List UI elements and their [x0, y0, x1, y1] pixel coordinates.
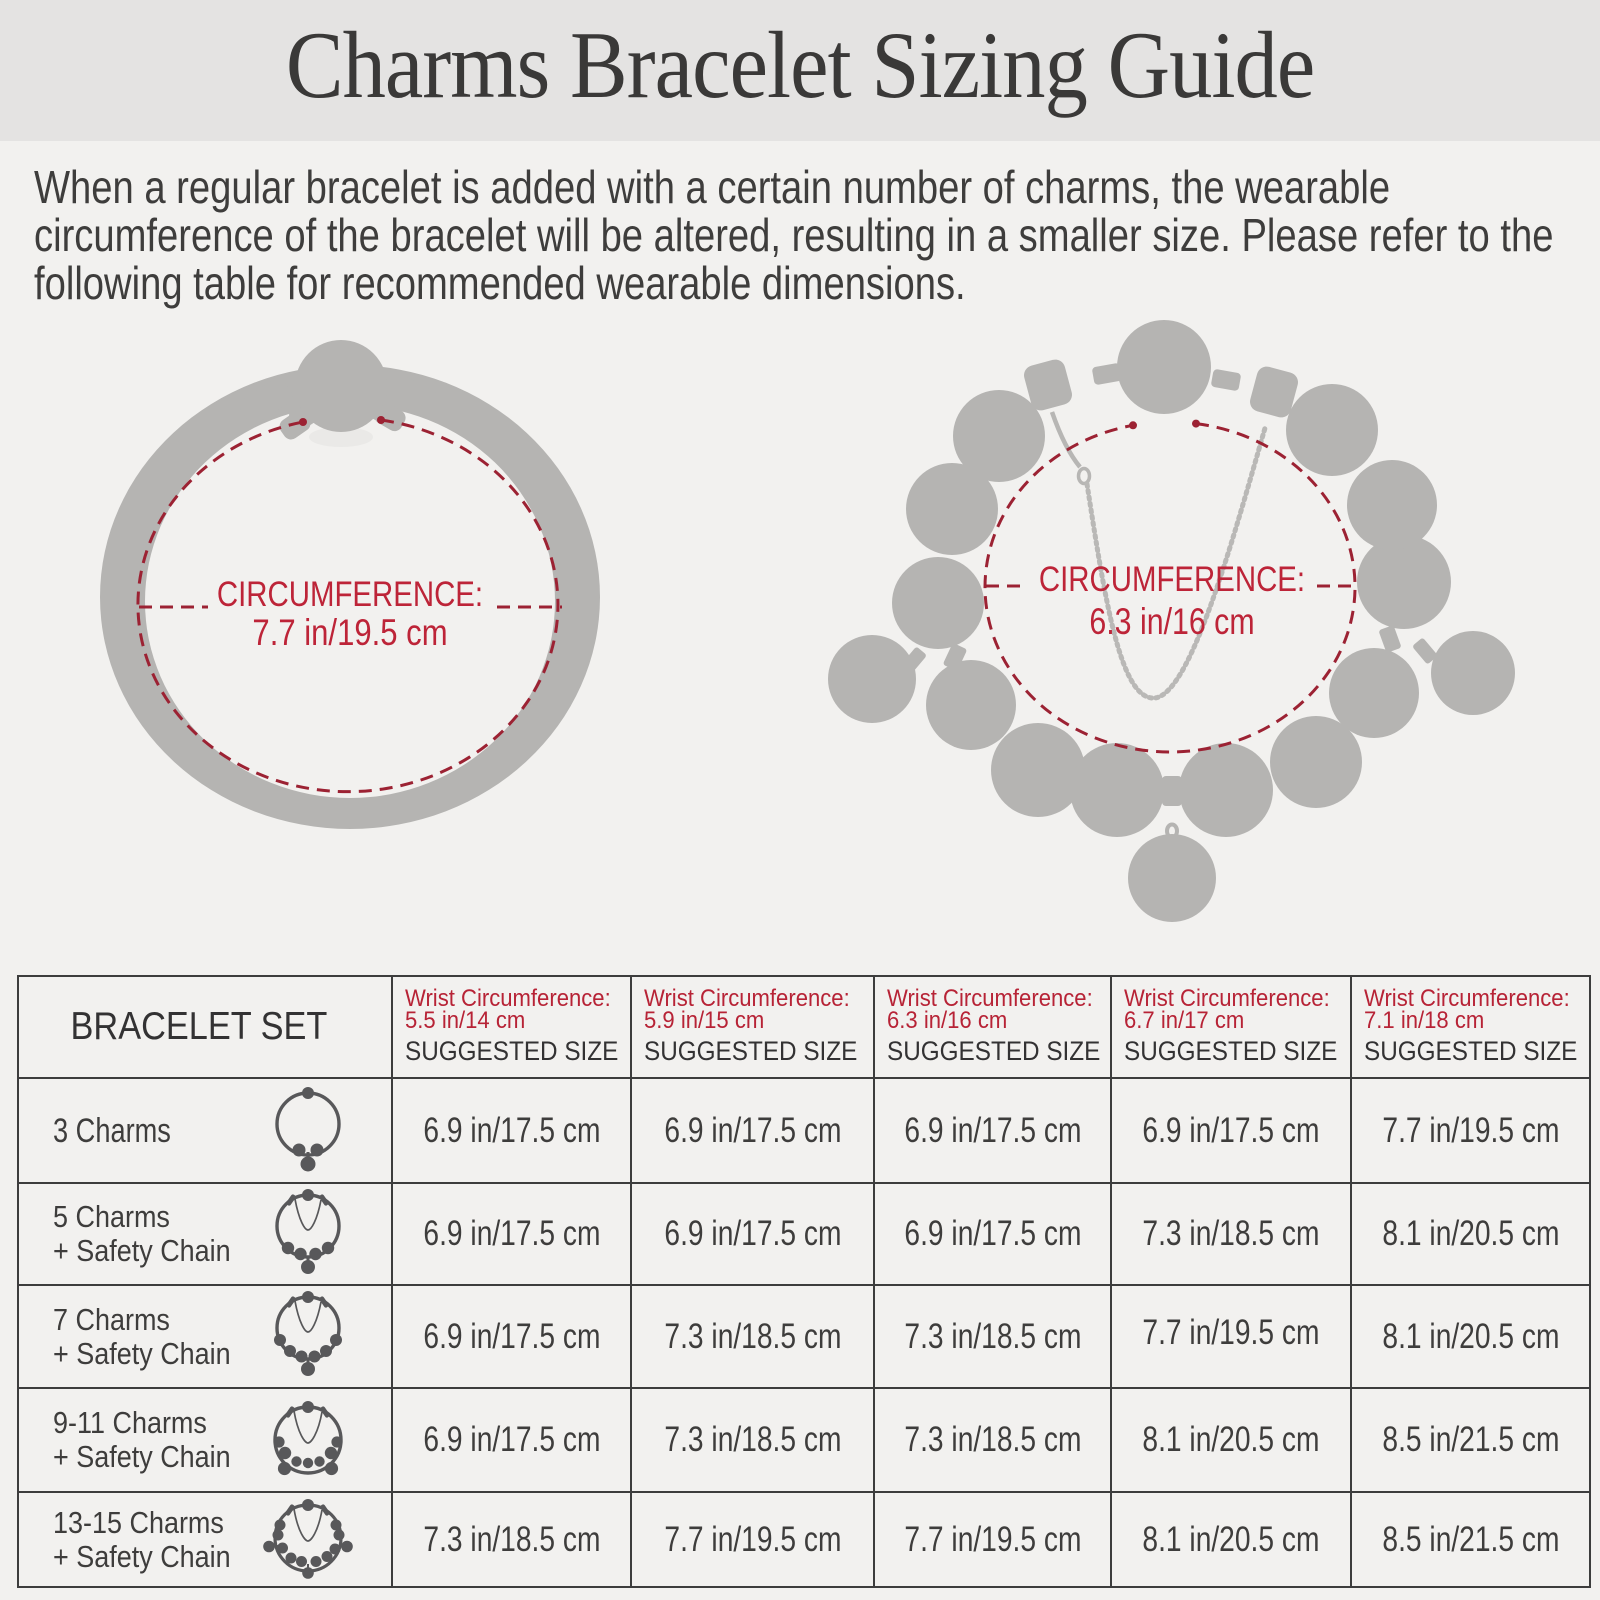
- svg-text:7.7 in/19.5 cm: 7.7 in/19.5 cm: [252, 613, 447, 654]
- svg-text:CIRCUMFERENCE:: CIRCUMFERENCE:: [217, 575, 483, 614]
- svg-text:6.3 in/16 cm: 6.3 in/16 cm: [1089, 601, 1254, 643]
- svg-text:CIRCUMFERENCE:: CIRCUMFERENCE:: [1039, 560, 1305, 599]
